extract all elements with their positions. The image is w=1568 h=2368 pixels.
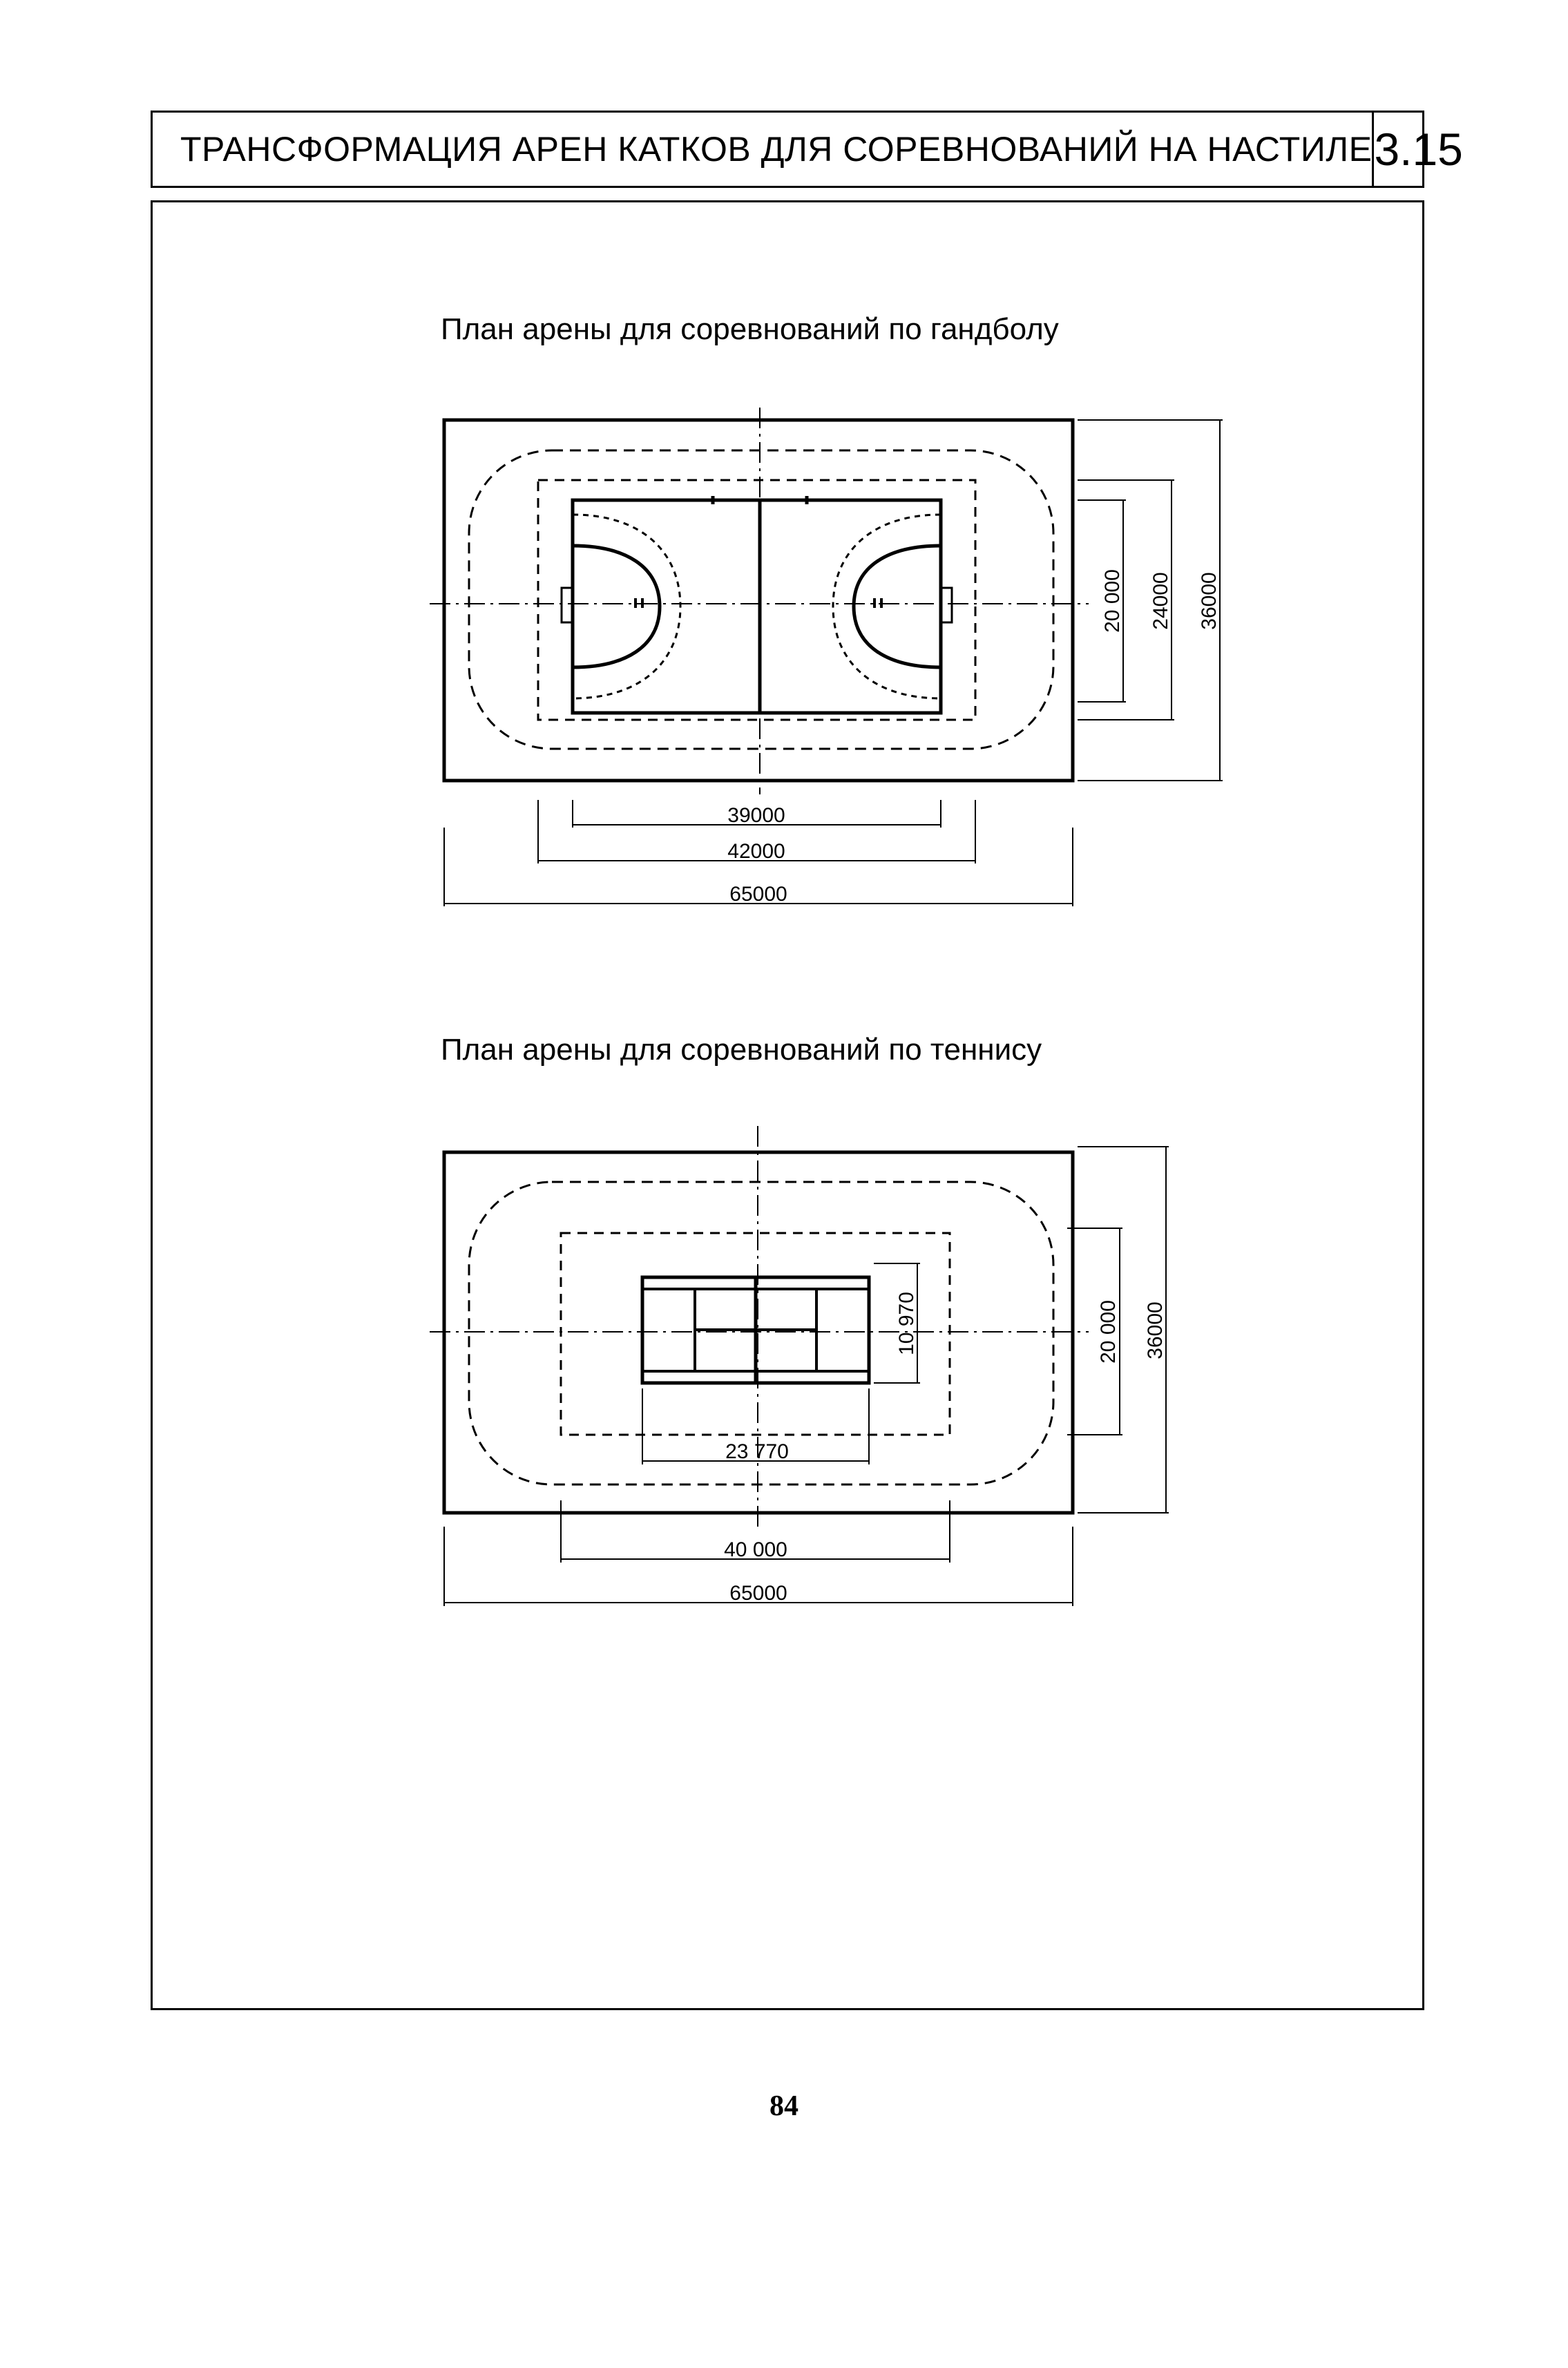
handball-platform-outline (442, 418, 1075, 783)
tennis-vertical-dimensions (874, 1146, 1169, 1514)
handball-vertical-dimensions (1078, 419, 1223, 781)
section-number: 3.15 (1374, 124, 1463, 175)
handball-court (571, 498, 943, 715)
handball-arena-plan (430, 408, 1223, 906)
handball-right-free-throw-line (832, 513, 941, 700)
handball-left-goal (560, 586, 574, 624)
handball-dim-inner-width: 24000 (1149, 572, 1172, 629)
handball-dim-court-length: 39000 (727, 804, 785, 827)
drawing-frame (151, 200, 1424, 2010)
tennis-dim-inner-length: 40 000 (724, 1538, 787, 1561)
tennis-arena-plan (430, 1126, 1169, 1606)
handball-inner-zone (537, 479, 977, 721)
tennis-rink-board (468, 1181, 1055, 1486)
page-number: 84 (769, 2090, 799, 2122)
tennis-dim-total-width: 36000 (1144, 1301, 1167, 1359)
handball-left-free-throw-line (572, 513, 682, 700)
handball-dim-total-length: 65000 (729, 883, 787, 906)
tennis-dim-court-length: 23 770 (725, 1440, 789, 1463)
tennis-dim-court-width: 10 970 (895, 1292, 918, 1355)
tennis-dim-total-length: 65000 (729, 1582, 787, 1605)
handball-dim-total-width: 36000 (1198, 572, 1221, 629)
handball-dim-inner-length: 42000 (727, 840, 785, 863)
handball-dim-court-width: 20 000 (1101, 569, 1124, 633)
handball-plan-title: План арены для соревнований по гандболу (441, 312, 1059, 346)
handball-left-goal-area (572, 544, 662, 669)
tennis-dim-inner-width: 20 000 (1097, 1300, 1120, 1364)
page-header: ТРАНСФОРМАЦИЯ АРЕН КАТКОВ ДЛЯ СОРЕВНОВАН… (151, 111, 1463, 188)
handball-right-goal-area (852, 544, 941, 669)
tennis-plan-title: План арены для соревнований по теннису (441, 1033, 1042, 1067)
tennis-horizontal-dimensions (443, 1388, 1073, 1606)
handball-horizontal-dimensions (443, 800, 1073, 906)
handball-rink-board (468, 449, 1055, 750)
handball-right-goal (939, 586, 953, 624)
tennis-inner-zone (560, 1232, 951, 1436)
page-title: ТРАНСФОРМАЦИЯ АРЕН КАТКОВ ДЛЯ СОРЕВНОВАН… (153, 113, 1375, 186)
